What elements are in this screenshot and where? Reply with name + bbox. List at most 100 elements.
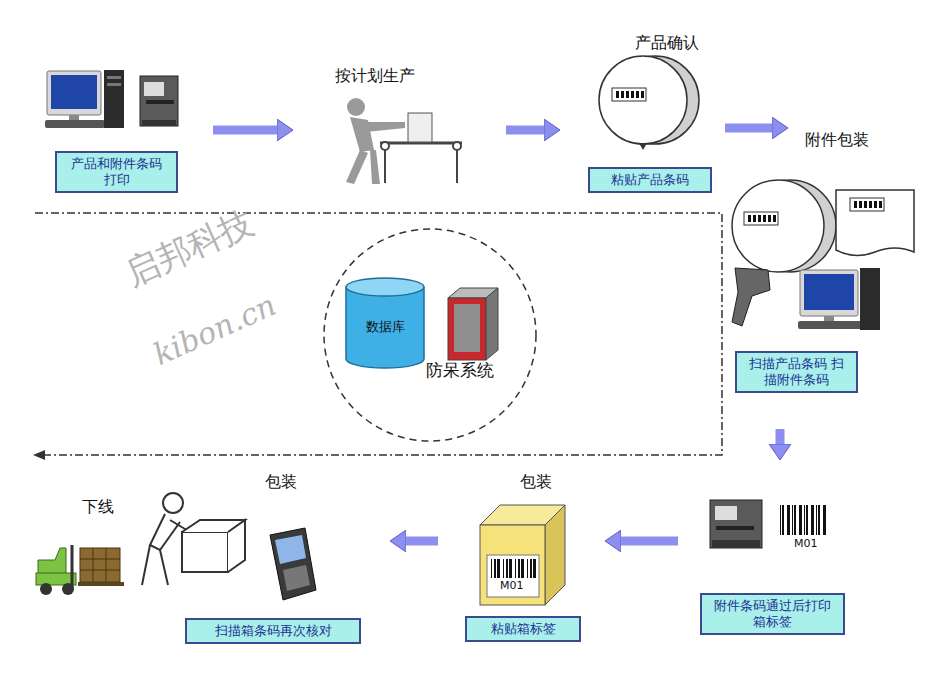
product-roll <box>599 56 687 144</box>
barcode <box>509 559 512 578</box>
carton-icon <box>480 525 545 605</box>
barcode <box>641 91 644 98</box>
barcode <box>506 559 508 578</box>
worker-conveyor <box>408 113 432 142</box>
server-icon <box>448 288 498 360</box>
cylinder-shape <box>346 287 424 368</box>
computer-icon <box>47 71 101 115</box>
barcode <box>782 505 784 535</box>
accessory-paper <box>850 198 884 211</box>
packing-worker <box>182 520 245 572</box>
step-label-box: 扫描产品条码 扫描附件条码 <box>735 351 858 393</box>
packing-worker <box>142 545 168 585</box>
worker-conveyor <box>370 150 380 184</box>
accessory-paper <box>836 190 914 256</box>
step-title: 附件包装 <box>805 130 869 150</box>
forklift-icon <box>80 548 120 582</box>
worker-conveyor <box>384 150 386 183</box>
barcode-scanner-icon <box>732 268 770 326</box>
step-label-box: 粘贴产品条码 <box>588 167 712 193</box>
process-step: 包装粘贴箱标签 <box>462 472 584 642</box>
product-roll <box>639 143 647 150</box>
watermark: 启邦科技 <box>118 200 261 297</box>
worker-conveyor <box>347 98 365 116</box>
forklift-icon <box>38 548 66 575</box>
packing-worker <box>150 514 180 550</box>
forklift-icon <box>40 583 52 595</box>
watermark: kibon.cn <box>148 287 281 372</box>
barcode <box>768 215 771 222</box>
cylinder-shape <box>346 278 424 296</box>
flow-arrow <box>213 126 277 135</box>
barcode <box>773 215 776 222</box>
barcode <box>859 201 862 208</box>
label-printer-icon <box>716 526 754 530</box>
barcode <box>811 505 814 535</box>
barcode <box>780 505 781 535</box>
computer-icon <box>107 76 121 79</box>
barcode <box>503 559 504 578</box>
step-title: 防呆系统 <box>426 360 494 380</box>
carton-icon <box>487 555 539 597</box>
label-printer-icon <box>142 120 176 126</box>
barcode-scanner-icon <box>732 268 770 326</box>
computer-icon <box>45 70 124 128</box>
computer-icon <box>51 75 97 109</box>
flow-arrow <box>776 429 785 444</box>
computer-icon <box>107 83 121 86</box>
barcode <box>794 505 796 535</box>
handheld-terminal-icon <box>270 528 316 600</box>
packing-worker <box>142 493 245 585</box>
process-step: 附件包装 <box>795 130 895 160</box>
handheld-terminal-icon <box>283 565 310 591</box>
process-step: 包装扫描箱条码再次核对 <box>135 472 367 644</box>
computer-icon <box>45 120 105 128</box>
barcode <box>636 91 639 98</box>
barcode <box>816 505 817 535</box>
flow-arrow <box>725 124 772 133</box>
worker-conveyor <box>456 150 458 183</box>
process-step: 附件条码通过后打印箱标签 <box>700 495 848 635</box>
step-label-box: 产品和附件条码打印 <box>55 151 178 193</box>
handheld-terminal-icon <box>275 535 306 564</box>
process-step: 产品和附件条码打印 <box>45 65 185 193</box>
flow-arrow <box>406 537 438 546</box>
packing-worker <box>182 532 228 572</box>
computer-icon <box>69 115 79 120</box>
step-title: 按计划生产 <box>335 66 415 86</box>
barcode <box>787 505 790 535</box>
barcode-text: M01 <box>794 537 818 550</box>
barcode <box>818 505 820 535</box>
forklift-icon <box>71 545 74 588</box>
dashed-circle <box>322 227 538 443</box>
process-step: 产品确认粘贴产品条码 <box>585 33 717 193</box>
computer-icon <box>798 321 862 329</box>
forklift-icon <box>36 573 76 585</box>
worker-conveyor <box>381 142 389 150</box>
label-printer-icon <box>140 76 178 126</box>
product-roll <box>612 88 646 101</box>
barcode <box>497 559 500 578</box>
process-step: 下线 <box>30 497 130 597</box>
dashed-circle <box>324 229 536 441</box>
step-title: 数据库 <box>366 317 405 337</box>
process-step: 按计划生产 <box>320 66 480 190</box>
worker-conveyor <box>346 150 368 184</box>
step-title: 包装 <box>520 472 552 492</box>
forklift-icon <box>62 583 74 595</box>
label-printer-icon <box>144 82 164 96</box>
computer-icon <box>860 268 880 330</box>
barcode <box>804 505 805 535</box>
computer-icon <box>804 274 854 310</box>
label-printer-icon <box>710 500 762 548</box>
carton-icon <box>545 505 565 605</box>
server-icon <box>448 298 486 360</box>
barcode <box>631 91 634 98</box>
barcode <box>621 91 624 98</box>
forklift-icon <box>36 545 124 595</box>
accessory-paper <box>836 190 914 256</box>
barcode <box>869 201 872 208</box>
computer-icon <box>824 316 834 321</box>
barcode <box>763 215 766 222</box>
